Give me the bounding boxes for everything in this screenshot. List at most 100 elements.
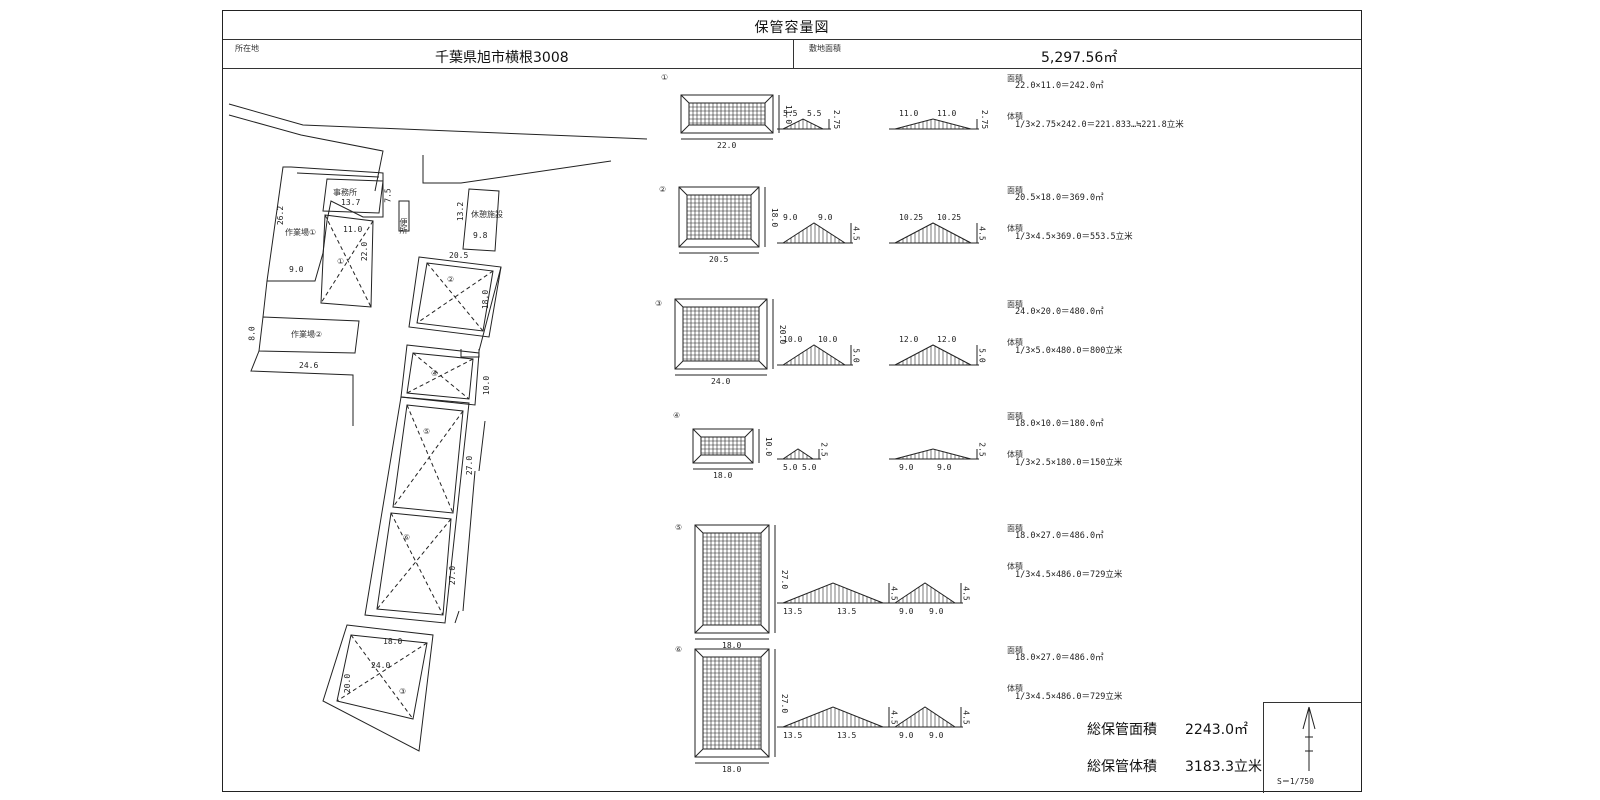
header-bottom-line [223, 68, 1361, 69]
area-label: 面積 [1007, 412, 1023, 421]
drawing-frame: 保管容量図 所在地 千葉県旭市横根3008 敷地面積 5,297.56㎡ 事務所… [222, 10, 1362, 793]
volume-label: 体積 [1007, 684, 1023, 693]
volume-label: 体積 [1007, 112, 1023, 121]
area-calc: 18.0×27.0＝486.0㎡ [1015, 531, 1104, 541]
location-label: 所在地 [235, 44, 259, 53]
pile-id: ③ [655, 299, 663, 308]
pile-section [889, 706, 963, 728]
pile-section [777, 582, 891, 604]
section-dim: 11.0 [899, 109, 919, 118]
pile-id: ⑤ [675, 523, 683, 532]
pile-plan [694, 648, 776, 764]
section-dim: 13.5 [837, 731, 857, 740]
volume-calc: 1/3×5.0×480.0＝800立米 [1015, 346, 1123, 356]
area-calc: 22.0×11.0＝242.0㎡ [1015, 81, 1104, 91]
volume-calc: 1/3×2.5×180.0＝150立米 [1015, 458, 1123, 468]
volume-label: 体積 [1007, 224, 1023, 233]
section-height: 2.75 [980, 109, 990, 130]
pile-id: ⑥ [675, 645, 683, 654]
section-height: 5.0 [977, 348, 987, 363]
north-box-left [1263, 702, 1264, 793]
pile-section [889, 222, 979, 244]
area-calc: 20.5×18.0＝369.0㎡ [1015, 193, 1104, 203]
pile-plan [674, 298, 774, 376]
pile-height: 10.0 [764, 436, 774, 457]
section-dim: 13.5 [837, 607, 857, 616]
pile-section [777, 344, 853, 366]
pile-id: ② [659, 185, 667, 194]
section-dim: 10.25 [899, 213, 924, 222]
pile-section [889, 448, 979, 460]
section-dim: 9.0 [899, 463, 914, 472]
section-dim: 10.25 [937, 213, 962, 222]
north-box-top [1263, 702, 1361, 703]
section-dim: 9.0 [899, 607, 914, 616]
section-dim: 9.0 [929, 607, 944, 616]
area-label: 面積 [1007, 186, 1023, 195]
area-label: 面積 [1007, 300, 1023, 309]
total-area-label: 総保管面積 [1087, 722, 1157, 738]
pile-section [777, 118, 831, 130]
section-height: 4.5 [961, 586, 971, 601]
section-dim: 5.0 [783, 463, 798, 472]
area-calc: 24.0×20.0＝480.0㎡ [1015, 307, 1104, 317]
pile-linework [674, 94, 979, 764]
pile-plan [692, 428, 760, 470]
pile-height: 27.0 [780, 693, 790, 714]
section-dim: 12.0 [899, 335, 919, 344]
section-dim: 5.0 [802, 463, 817, 472]
area-calc: 18.0×27.0＝486.0㎡ [1015, 653, 1104, 663]
pile-width: 24.0 [711, 377, 731, 386]
section-height: 4.5 [889, 710, 899, 725]
volume-label: 体積 [1007, 562, 1023, 571]
pile-section [889, 118, 979, 130]
pile-height: 27.0 [780, 569, 790, 590]
pile-plan [678, 186, 766, 254]
site-area-value: 5,297.56㎡ [1041, 50, 1118, 66]
section-dim: 5.5 [807, 109, 822, 118]
section-height: 2.75 [832, 109, 842, 130]
section-dim: 9.0 [937, 463, 952, 472]
pile-plan [680, 94, 780, 140]
pile-section [777, 448, 821, 460]
pile-section [889, 344, 979, 366]
volume-calc: 1/3×2.75×242.0＝221.833…≒221.8立米 [1015, 120, 1184, 130]
location-value: 千葉県旭市横根3008 [435, 50, 569, 66]
section-dim: 9.0 [929, 731, 944, 740]
section-dim: 9.0 [818, 213, 833, 222]
volume-label: 体積 [1007, 450, 1023, 459]
section-height: 2.5 [819, 442, 829, 457]
volume-calc: 1/3×4.5×486.0＝729立米 [1015, 692, 1123, 702]
area-label: 面積 [1007, 74, 1023, 83]
volume-calc: 1/3×4.5×369.0＝553.5立米 [1015, 232, 1133, 242]
section-height: 4.5 [961, 710, 971, 725]
pile-height: 18.0 [770, 207, 780, 228]
total-volume-label: 総保管体積 [1087, 759, 1157, 775]
pile-plan [694, 524, 776, 640]
header-column-divider [793, 39, 794, 68]
section-dim: 13.5 [783, 607, 803, 616]
scale-label: S＝1/750 [1277, 777, 1314, 786]
section-height: 4.5 [889, 586, 899, 601]
pile-width: 18.0 [722, 765, 742, 774]
header-divider [223, 39, 1361, 40]
section-dim: 5.5 [783, 109, 798, 118]
section-dim: 13.5 [783, 731, 803, 740]
section-dim: 10.0 [783, 335, 803, 344]
drawing-title: 保管容量図 [754, 20, 830, 36]
pile-width: 20.5 [709, 255, 729, 264]
pile-id: ① [661, 73, 669, 82]
area-label: 面積 [1007, 646, 1023, 655]
site-dim: 20.5 [449, 251, 469, 260]
pile-id: ④ [673, 411, 681, 420]
volume-label: 体積 [1007, 338, 1023, 347]
section-height: 2.5 [977, 442, 987, 457]
section-dim: 9.0 [783, 213, 798, 222]
section-height: 5.0 [851, 348, 861, 363]
total-area-value: 2243.0㎡ [1185, 722, 1248, 738]
area-label: 面積 [1007, 524, 1023, 533]
site-area-label: 敷地面積 [809, 44, 841, 53]
pile-section [777, 706, 891, 728]
section-dim: 9.0 [899, 731, 914, 740]
section-dim: 11.0 [937, 109, 957, 118]
